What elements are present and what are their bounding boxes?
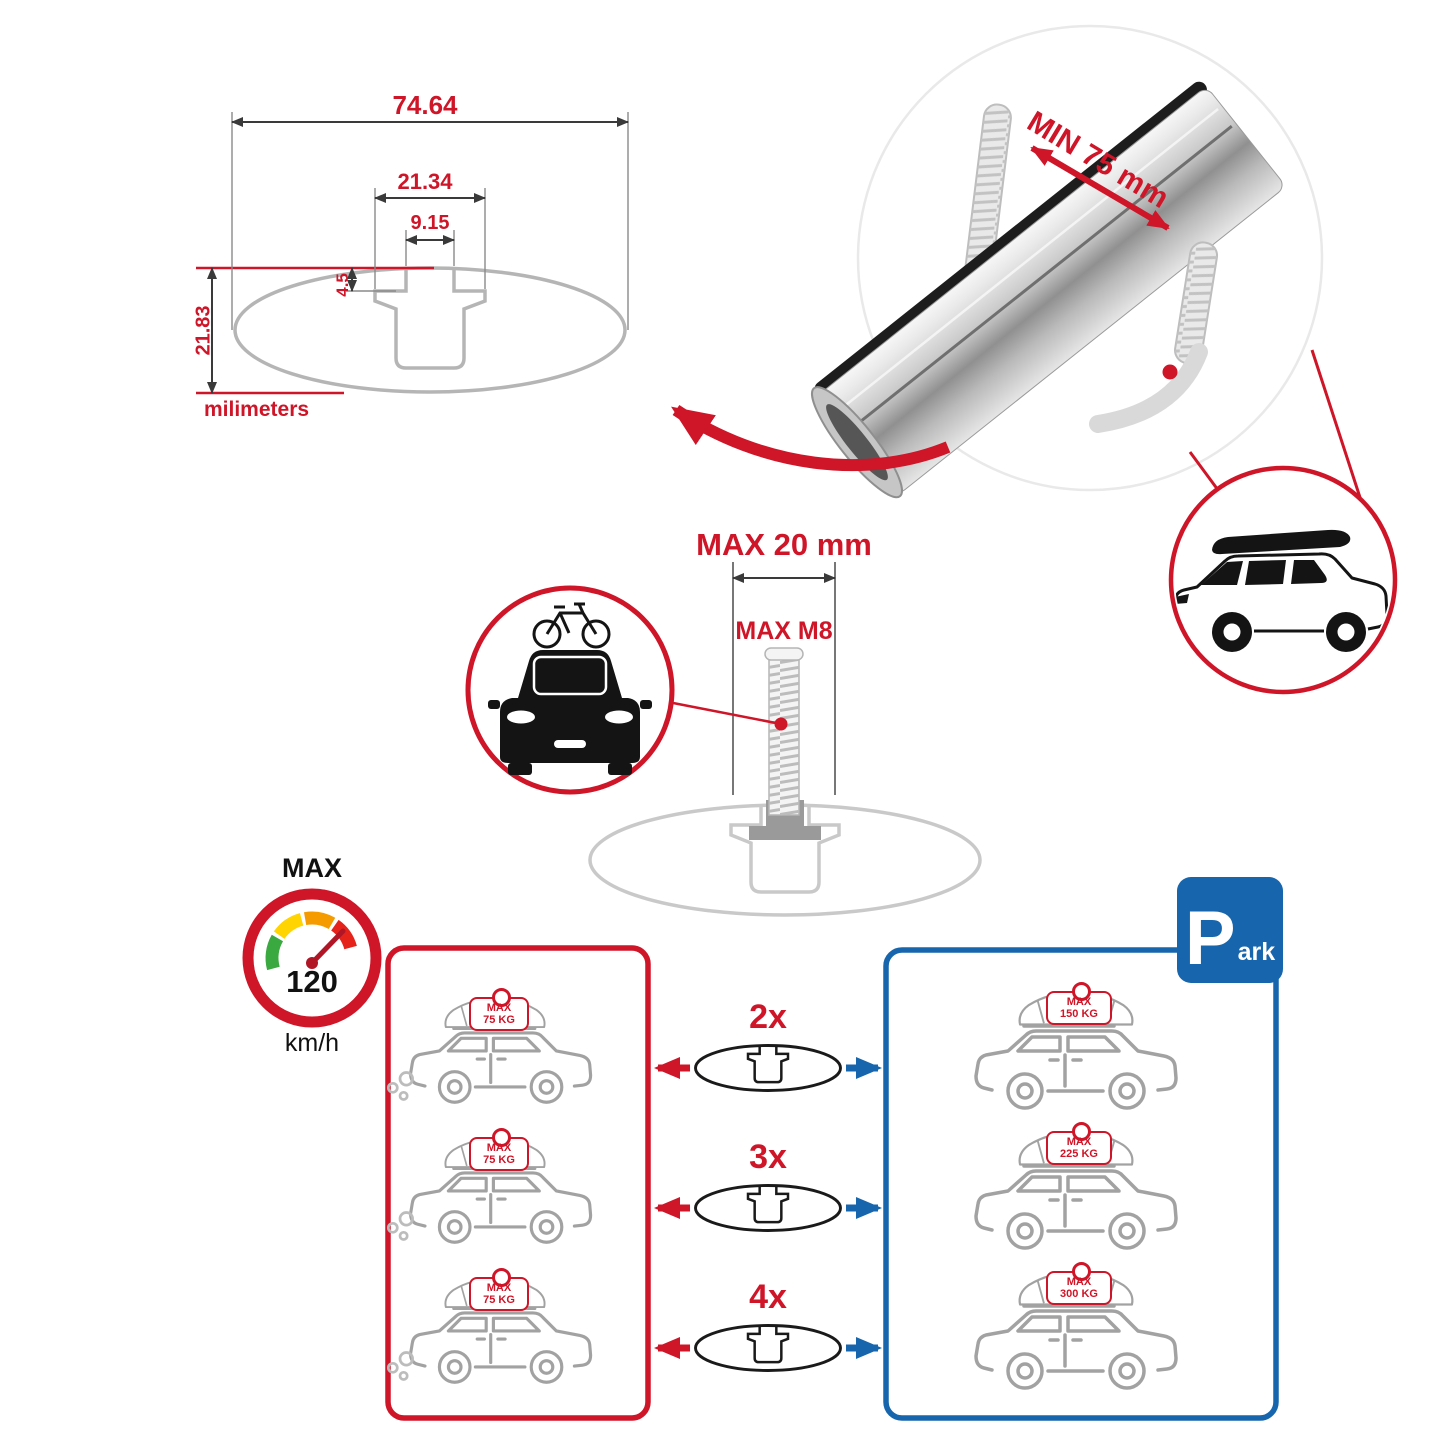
speed-unit: km/h	[284, 1029, 340, 1057]
cargo-tag-weight: 300 KG	[1060, 1288, 1098, 1301]
cargo-tag-weight: 75 KG	[483, 1154, 515, 1167]
suv-icon	[974, 1024, 1178, 1110]
exhaust-puffs-icon	[386, 1071, 414, 1101]
dim-total-height: 21.83	[192, 305, 215, 356]
cargo-tag-max: MAX	[1066, 996, 1092, 1008]
suv-icon	[974, 1164, 1178, 1250]
cargo-tag: MAX 75 KG	[469, 988, 529, 1031]
bolt-cap	[764, 647, 804, 661]
cargo-tag-max: MAX	[1066, 1276, 1092, 1288]
roof-box	[1212, 529, 1351, 555]
gauge-orange	[303, 911, 336, 930]
multiplier-4x: 4x	[749, 1278, 787, 1316]
min-grip-arrow	[1030, 145, 1170, 231]
cargo-tag-weight: 75 KG	[483, 1294, 515, 1307]
crossbar-profile-icon	[694, 1324, 842, 1372]
cargo-tag-max: MAX	[1066, 1136, 1092, 1148]
cargo-tag-weight: 150 KG	[1060, 1008, 1098, 1021]
cargo-tag: MAX 75 KG	[469, 1128, 529, 1171]
zoom-callout-arrow	[671, 405, 951, 472]
dim-unit-label: milimeters	[204, 398, 310, 421]
gauge-green	[265, 934, 284, 971]
bolt-max-length-label: MAX 20 mm	[696, 527, 872, 562]
cargo-tag-weight: 75 KG	[483, 1014, 515, 1027]
cargo-tag-max: MAX	[486, 1002, 512, 1014]
driving-panel-frame	[385, 945, 651, 1421]
crossbar-profile-icon	[694, 1184, 842, 1232]
cargo-tag: MAX 300 KG	[1046, 1262, 1112, 1305]
multiplier-2x: 2x	[749, 998, 787, 1036]
suv-icon	[409, 1166, 593, 1244]
crossbar-profile-icon	[694, 1044, 842, 1092]
speed-max-label: MAX	[282, 853, 342, 883]
suv-icon	[409, 1026, 593, 1104]
parking-panel-frame	[883, 947, 1279, 1421]
driving-panel-cars	[386, 997, 593, 1384]
callout-line-1	[1188, 451, 1220, 491]
cargo-tag-weight: 225 KG	[1060, 1148, 1098, 1161]
parking-panel-cars	[974, 991, 1178, 1390]
car-front-icon	[488, 650, 652, 775]
cargo-tag: MAX 150 KG	[1046, 982, 1112, 1025]
speed-value: 120	[286, 964, 338, 999]
pointer-dot	[774, 717, 788, 731]
red-extension-lines	[196, 266, 434, 395]
park-sign-text: ark	[1237, 938, 1276, 966]
suv-icon	[409, 1306, 593, 1384]
clamp-strap	[1089, 343, 1208, 433]
multiplier-3x: 3x	[749, 1138, 787, 1176]
bolt-max-thread-label: MAX M8	[735, 617, 833, 645]
pointer-line	[667, 700, 782, 726]
suv-icon	[974, 1304, 1178, 1390]
dimension-diagram	[196, 112, 629, 395]
dim-slot-depth: 4.5	[333, 273, 353, 297]
exhaust-puffs-icon	[386, 1211, 414, 1241]
dim-flange-width: 21.34	[397, 169, 453, 194]
park-sign: P ark	[1177, 877, 1283, 983]
crossbar-closeup	[811, 24, 1370, 523]
cargo-tag-max: MAX	[486, 1142, 512, 1154]
bolt-spec	[465, 562, 982, 917]
gauge-needle	[309, 928, 346, 966]
gauge-red	[330, 919, 357, 950]
extension-lines	[231, 112, 629, 330]
gauge-yellow	[273, 913, 304, 940]
multiplier-column	[654, 1044, 882, 1372]
clamp-point-dot	[1162, 364, 1178, 380]
cargo-tag: MAX 225 KG	[1046, 1122, 1112, 1165]
park-sign-letter: P	[1184, 895, 1236, 981]
crossbar-cross-section	[233, 266, 627, 394]
roofbox-car-badge	[1168, 465, 1398, 695]
clamp-rod-right	[1174, 241, 1219, 365]
cargo-tag: MAX 75 KG	[469, 1268, 529, 1311]
dim-slot-width: 9.15	[410, 212, 450, 234]
bike-icon	[532, 602, 611, 649]
t-slot-nut	[749, 800, 821, 840]
cargo-tag-max: MAX	[486, 1282, 512, 1294]
callout-line-2	[1310, 349, 1370, 523]
dimension-lines	[207, 117, 629, 394]
suv-roofbox-icon	[1175, 529, 1389, 652]
speed-limit-badge	[242, 888, 382, 1028]
exhaust-puffs-icon	[386, 1351, 414, 1381]
dim-total-width: 74.64	[392, 90, 458, 120]
